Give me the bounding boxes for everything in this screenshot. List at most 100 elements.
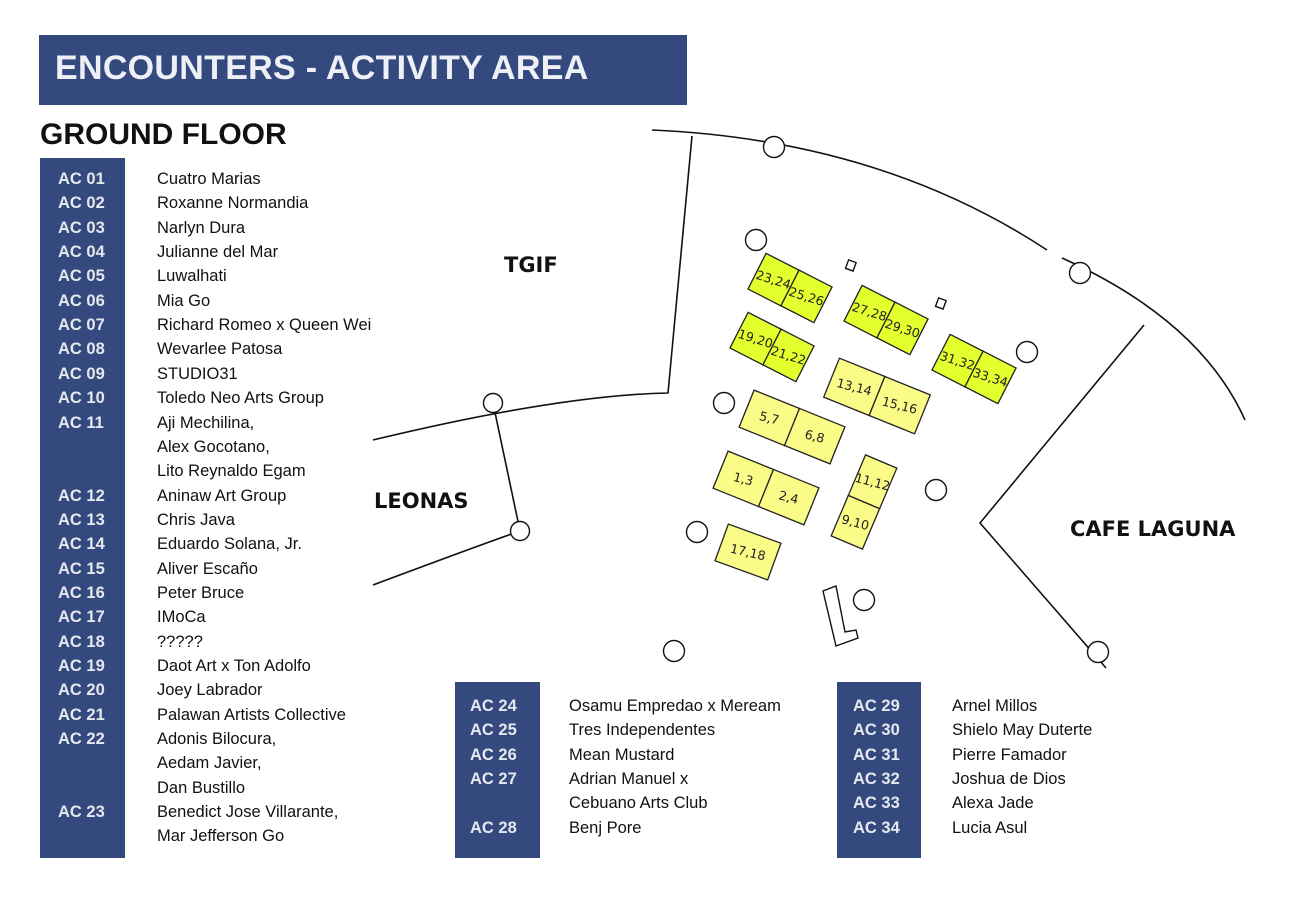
booth-code: AC 19 (58, 657, 105, 675)
exhibitor-name: Tres Independentes (569, 721, 716, 740)
booth-code: AC 29 (853, 697, 900, 715)
booth-code: AC 26 (470, 745, 517, 764)
wall-leonas-divider (492, 402, 521, 532)
pillar-icon (685, 520, 709, 544)
booth-code: AC 13 (58, 510, 105, 529)
exhibitor-name: Joshua de Dios (952, 770, 1066, 789)
booth-code: AC 08 (58, 340, 105, 359)
booth-code: AC 25 (470, 721, 517, 740)
exhibitor-name: Adrian Manuel x (569, 770, 689, 789)
page-title: ENCOUNTERS - ACTIVITY AREA (55, 49, 589, 87)
wall-cafe-laguna (978, 324, 1145, 669)
wall-right-arc (1061, 257, 1246, 421)
pillar-icon (712, 391, 736, 415)
booth-code: AC 21 (58, 705, 105, 724)
booth-number-label: 9,10 (840, 511, 871, 533)
booth-block: 17,18 (714, 523, 782, 581)
floor-title: GROUND FLOOR (40, 118, 287, 151)
booth-number-label: 1,3 (732, 469, 755, 488)
pillar-icon (482, 392, 504, 414)
exhibitor-name: ????? (157, 632, 203, 651)
pillars (482, 135, 1110, 664)
booth-code: AC 30 (853, 721, 900, 740)
booth-code: AC 06 (58, 291, 105, 310)
pillar-icon (1086, 640, 1110, 664)
exhibitor-name: Luwalhati (157, 267, 227, 286)
booth-code: AC 15 (58, 559, 105, 578)
exhibitor-name: Julianne del Mar (157, 243, 279, 262)
exhibitor-name: Alexa Jade (952, 794, 1034, 813)
booth-cell (847, 454, 898, 510)
booth-number-label: 5,7 (758, 408, 781, 427)
exhibitor-name: Mia Go (157, 291, 211, 310)
pillar-icon (924, 478, 948, 502)
area-label-leonas: LEONAS (374, 489, 469, 513)
booth-cell (868, 375, 932, 435)
exhibitor-name: Cuatro Marias (157, 170, 261, 188)
booth-code: AC 31 (853, 745, 900, 764)
booth-code: AC 22 (58, 730, 105, 749)
booth-code: AC 01 (58, 170, 105, 188)
booth-cell (780, 269, 833, 324)
exhibitor-name: Alex Gocotano, (157, 437, 270, 456)
small-post-icon (844, 258, 858, 272)
booth-code: AC 02 (58, 194, 105, 213)
exhibitor-name: Aji Mechilina, (157, 413, 255, 432)
exhibitor-name: Dan Bustillo (157, 778, 246, 797)
booth-code: AC 33 (853, 794, 900, 813)
pillar-icon (662, 639, 686, 663)
booth-block: 1,3 2,4 (712, 450, 820, 526)
area-label-cafe-laguna: CAFE LAGUNA (1070, 517, 1236, 541)
exhibitor-name: Arnel Millos (952, 697, 1038, 715)
booth-code: AC 11 (58, 413, 104, 432)
exhibitor-name: Wevarlee Patosa (157, 340, 283, 359)
booth-code: AC 27 (470, 770, 517, 789)
booth-code: AC 05 (58, 267, 105, 286)
exhibitor-name: Joey Labrador (157, 681, 263, 700)
booth-code: AC 03 (58, 218, 105, 237)
exhibitor-name: Benj Pore (569, 818, 642, 837)
booth-code: AC 23 (58, 803, 105, 822)
booth-code: AC 32 (853, 770, 900, 789)
small-post-icon (934, 296, 948, 310)
exhibitor-name: Mar Jefferson Go (157, 827, 285, 846)
booth-number-label: 2,4 (777, 487, 800, 506)
exhibitor-name: Lito Reynaldo Egam (157, 462, 306, 481)
legend-column-2-bar (455, 682, 540, 858)
booth-code: AC 17 (58, 608, 105, 627)
booth-cell (714, 523, 782, 581)
booth-cell (964, 350, 1017, 405)
booth-cell (762, 328, 815, 383)
exhibitor-name: Shielo May Duterte (952, 721, 1093, 740)
pillar-icon (852, 588, 876, 612)
area-label-tgif: TGIF (504, 253, 558, 277)
booth-code: AC 24 (470, 697, 517, 715)
booth-code: AC 28 (470, 818, 517, 837)
exhibitor-name: Aliver Escaño (157, 559, 258, 578)
legend-column-3-bar (837, 682, 921, 858)
exhibitor-name: Narlyn Dura (157, 218, 246, 237)
exhibitor-name: Eduardo Solana, Jr. (157, 535, 302, 554)
exhibitor-name: Cebuano Arts Club (569, 794, 708, 813)
exhibitor-name: Aedam Javier, (157, 754, 262, 773)
exhibitor-name: Chris Java (157, 510, 235, 529)
exhibitor-name: Adonis Bilocura, (157, 730, 277, 749)
exhibitor-name: IMoCa (157, 608, 206, 627)
exhibitor-name: Lucia Asul (952, 818, 1028, 837)
exhibitor-name: STUDIO31 (157, 364, 238, 383)
title-banner: ENCOUNTERS - ACTIVITY AREA (39, 35, 687, 105)
booth-code: AC 14 (58, 535, 105, 554)
legend-column-1-bar (40, 158, 125, 858)
booth-code: AC 09 (58, 364, 105, 383)
pillar-icon (744, 228, 768, 252)
booth-number-label: 6,8 (803, 426, 826, 445)
wall-leonas-bottom (372, 530, 521, 586)
exhibitor-name: Daot Art x Ton Adolfo (157, 657, 311, 675)
